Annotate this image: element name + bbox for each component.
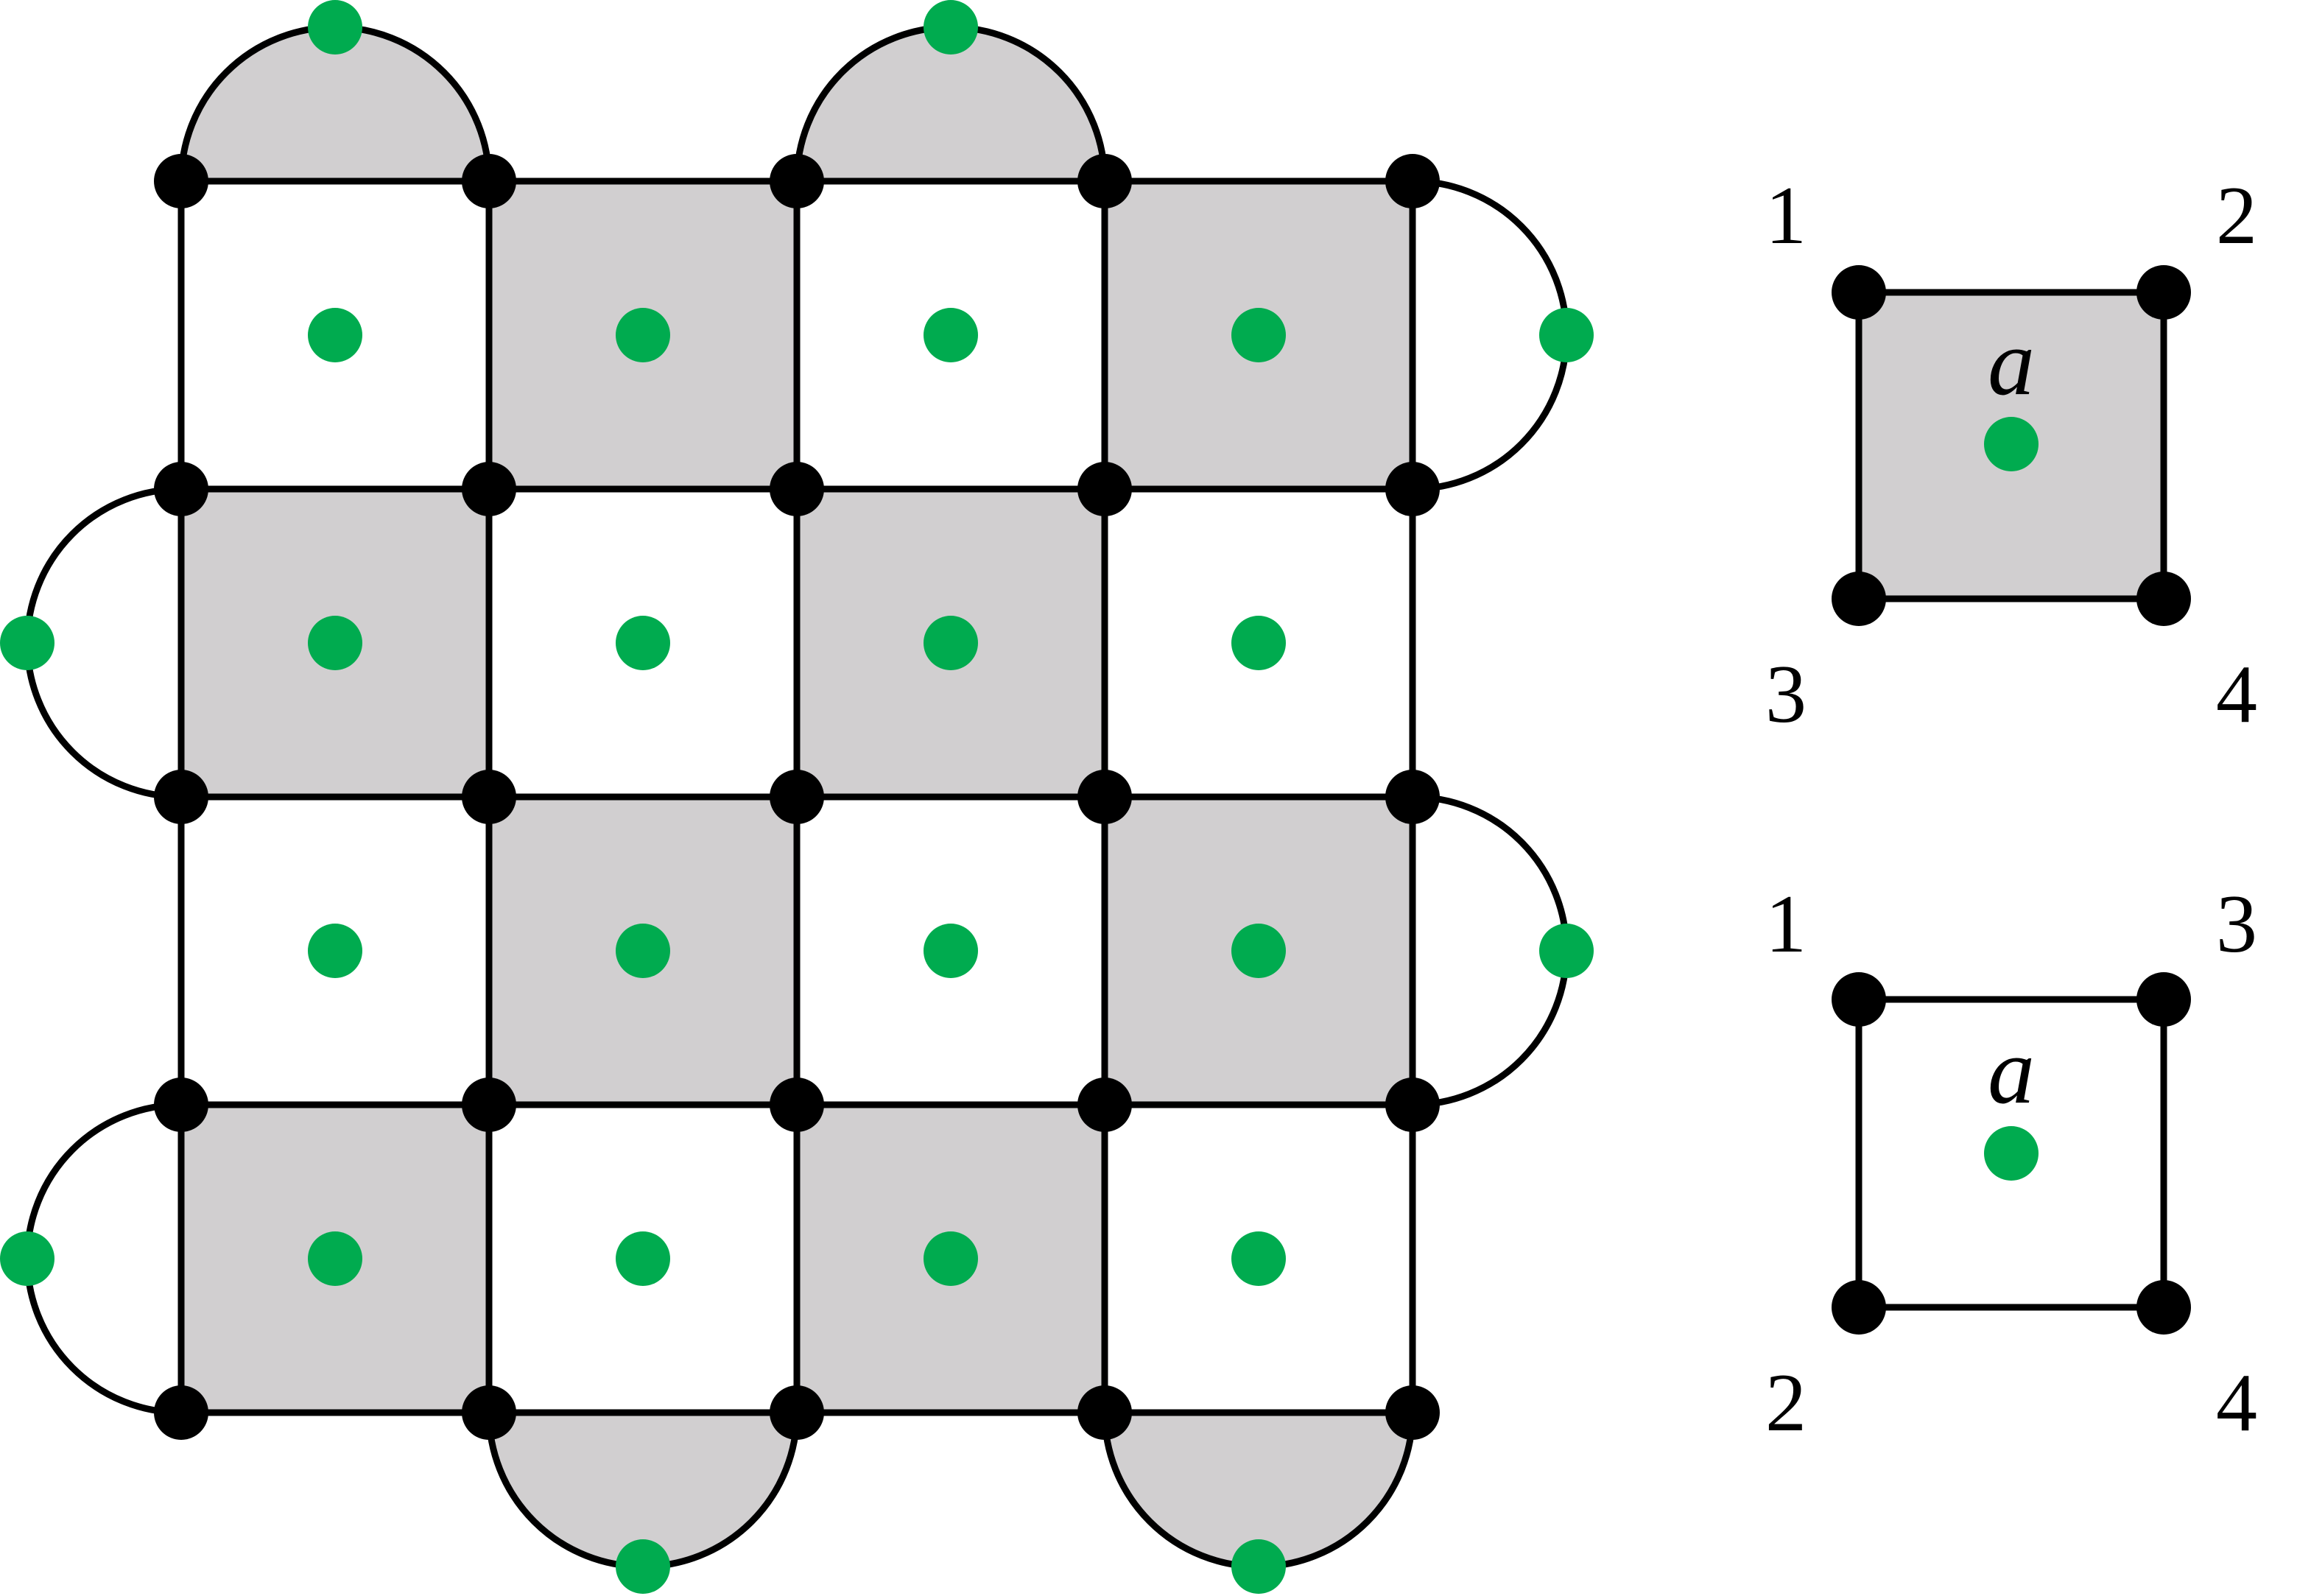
vertex-r0-c2 <box>770 154 824 208</box>
legend-white-corner-bottom-right: 4 <box>2216 1357 2257 1449</box>
plaquette-dot-r2-c2 <box>924 924 978 978</box>
plaquette-dot-r1-c1 <box>616 616 670 670</box>
lattice-vertices <box>154 154 1440 1440</box>
plaquette-dot-r2-c3 <box>1231 924 1286 978</box>
legend-shaded-label: a <box>1988 310 2035 415</box>
legend-white-plaquette-dot <box>1984 1126 2039 1181</box>
legend-white-vertex-3 <box>2136 972 2191 1027</box>
legend-white-corner-bottom-left: 2 <box>1765 1357 1807 1449</box>
boundary-cap-fill-top-0 <box>181 27 489 181</box>
legend-white-corner-top-right: 3 <box>2216 879 2257 970</box>
boundary-plaquette-dot-bottom-3 <box>1231 1539 1286 1594</box>
legend-shaded-corner-bottom-right: 4 <box>2216 649 2257 740</box>
plaquette-dot-r1-c3 <box>1231 616 1286 670</box>
vertex-r3-c2 <box>770 1078 824 1132</box>
vertex-r4-c4 <box>1385 1385 1440 1440</box>
lattice-plaquette-dots <box>0 0 1594 1594</box>
vertex-r4-c3 <box>1077 1385 1132 1440</box>
vertex-r3-c0 <box>154 1078 208 1132</box>
vertex-r0-c3 <box>1077 154 1132 208</box>
plaquette-dot-r0-c2 <box>924 308 978 362</box>
vertex-r3-c4 <box>1385 1078 1440 1132</box>
plaquette-dot-r1-c0 <box>308 616 362 670</box>
boundary-plaquette-dot-top-2 <box>924 0 978 55</box>
plaquette-dot-r2-c0 <box>308 924 362 978</box>
vertex-r1-c0 <box>154 462 208 516</box>
legend-shaded-plaquette: a 1 2 3 4 <box>1765 170 2257 740</box>
vertex-r3-c1 <box>462 1078 516 1132</box>
legend-shaded-vertex-4 <box>2136 572 2191 626</box>
plaquette-dot-r0-c1 <box>616 308 670 362</box>
legend-shaded-corner-top-left: 1 <box>1765 170 1807 261</box>
legend-white-corner-top-left: 1 <box>1765 879 1807 970</box>
vertex-r2-c0 <box>154 770 208 824</box>
vertex-r0-c4 <box>1385 154 1440 208</box>
plaquette-dot-r1-c2 <box>924 616 978 670</box>
vertex-r4-c0 <box>154 1385 208 1440</box>
legend-shaded-edges <box>1855 289 2167 602</box>
vertex-r3-c3 <box>1077 1078 1132 1132</box>
boundary-cap-fill-bottom-3 <box>1105 1413 1413 1567</box>
plaquette-dot-r2-c1 <box>616 924 670 978</box>
boundary-plaquette-dot-bottom-1 <box>616 1539 670 1594</box>
vertex-r2-c2 <box>770 770 824 824</box>
boundary-cap-fill-bottom-1 <box>489 1413 797 1567</box>
vertex-r2-c3 <box>1077 770 1132 824</box>
vertex-r2-c1 <box>462 770 516 824</box>
vertex-r1-c1 <box>462 462 516 516</box>
legend-white-vertex-4 <box>2136 1280 2191 1335</box>
legend-white-vertex-2 <box>1832 1280 1886 1335</box>
vertex-r2-c4 <box>1385 770 1440 824</box>
plaquette-dot-r3-c3 <box>1231 1231 1286 1286</box>
vertex-r0-c0 <box>154 154 208 208</box>
boundary-plaquette-dot-left-3 <box>0 1231 54 1286</box>
legend-white-vertex-1 <box>1832 972 1886 1027</box>
boundary-plaquette-dot-right-0 <box>1539 308 1594 362</box>
legend-shaded-plaquette-dot <box>1984 417 2039 471</box>
legend-shaded-vertex-3 <box>1832 572 1886 626</box>
plaquette-dot-r3-c1 <box>616 1231 670 1286</box>
plaquette-dot-r0-c3 <box>1231 308 1286 362</box>
plaquette-dot-r3-c0 <box>308 1231 362 1286</box>
legend-white-plaquette: a 1 3 2 4 <box>1765 879 2257 1449</box>
vertex-r4-c1 <box>462 1385 516 1440</box>
legend-shaded-corner-top-right: 2 <box>2216 170 2257 261</box>
boundary-plaquette-dot-left-1 <box>0 616 54 670</box>
vertex-r1-c2 <box>770 462 824 516</box>
vertex-r1-c4 <box>1385 462 1440 516</box>
plaquette-dot-r3-c2 <box>924 1231 978 1286</box>
vertex-r4-c2 <box>770 1385 824 1440</box>
legend-shaded-vertex-1 <box>1832 265 1886 320</box>
legend-white-label: a <box>1988 1019 2035 1123</box>
boundary-cap-fill-top-2 <box>797 27 1105 181</box>
boundary-plaquette-dot-right-2 <box>1539 924 1594 978</box>
legend-shaded-vertex-2 <box>2136 265 2191 320</box>
legend-white-edges <box>1855 996 2167 1311</box>
legend-shaded-corner-bottom-left: 3 <box>1765 649 1807 740</box>
plaquette-dot-r0-c0 <box>308 308 362 362</box>
vertex-r1-c3 <box>1077 462 1132 516</box>
vertex-r0-c1 <box>462 154 516 208</box>
boundary-plaquette-dot-top-0 <box>308 0 362 55</box>
